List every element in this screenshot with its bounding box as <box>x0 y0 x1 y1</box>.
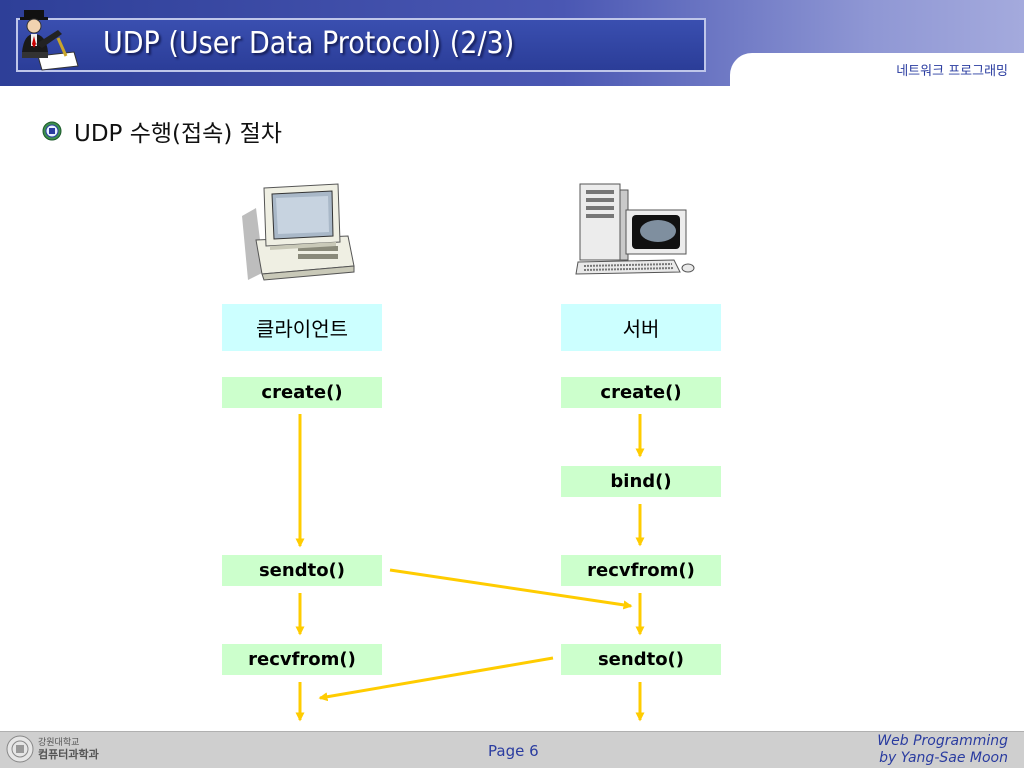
desktop-computer-icon <box>242 183 355 281</box>
page-number: Page 6 <box>488 742 539 760</box>
university-logo <box>6 735 34 763</box>
footer-credit: Web Programming by Yang-Sae Moon <box>877 733 1008 767</box>
university-seal-icon <box>42 121 62 141</box>
client-sendto-box: sendto() <box>222 555 382 586</box>
credit-line-1: Web Programming <box>877 733 1008 749</box>
university-logo-text: 강원대학교 컴퓨터과학과 <box>38 737 99 761</box>
teacher-at-desk-icon <box>20 10 79 71</box>
tower-server-icon <box>575 183 695 275</box>
arrow-client-to-server <box>389 568 633 610</box>
credit-line-2: by Yang-Sae Moon <box>879 750 1008 766</box>
client-recvfrom-box: recvfrom() <box>222 644 382 675</box>
title-box <box>16 18 706 72</box>
logo-line-1: 강원대학교 <box>38 738 80 748</box>
footer-bar <box>0 731 1024 768</box>
server-create-box: create() <box>561 377 721 408</box>
page-title: UDP (User Data Protocol) (2/3) <box>103 26 515 61</box>
logo-line-2: 컴퓨터과학과 <box>38 748 99 761</box>
server-label: 서버 <box>561 304 721 351</box>
client-create-box: create() <box>222 377 382 408</box>
client-label: 클라이언트 <box>222 304 382 351</box>
header-tab <box>730 53 1024 86</box>
server-recvfrom-box: recvfrom() <box>561 555 721 586</box>
course-subtitle: 네트워크 프로그래밍 <box>896 64 1008 79</box>
arrow-server-to-client <box>318 656 554 702</box>
bullet-text: UDP 수행(접속) 절차 <box>74 121 282 147</box>
server-sendto-box: sendto() <box>561 644 721 675</box>
server-bind-box: bind() <box>561 466 721 497</box>
